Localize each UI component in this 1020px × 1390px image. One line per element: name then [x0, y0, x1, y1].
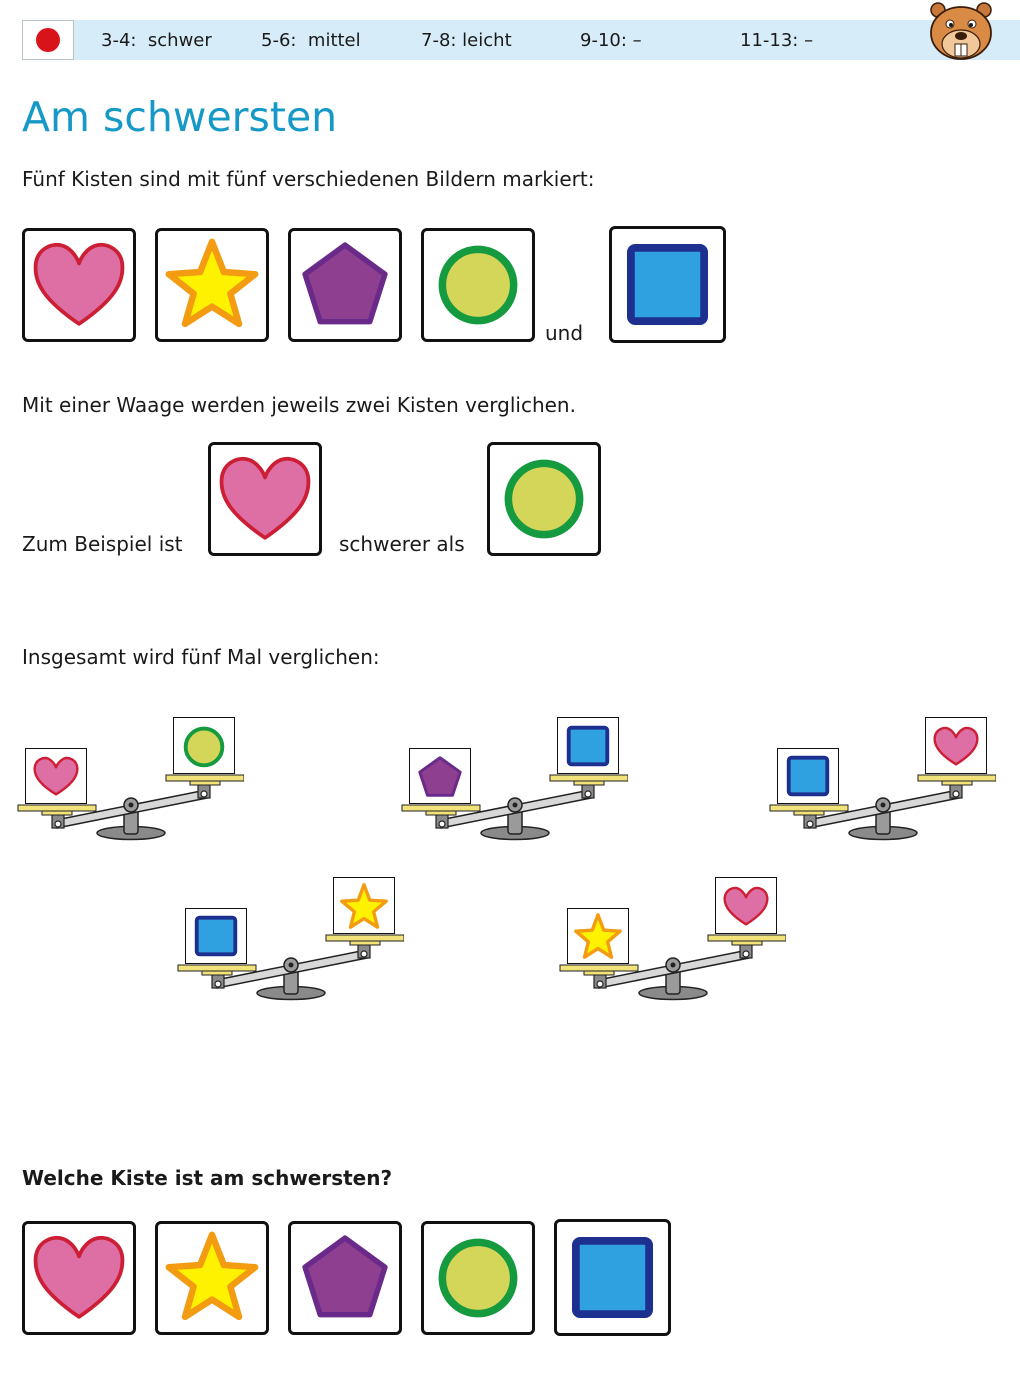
- answer-square-button[interactable]: [554, 1219, 671, 1336]
- intro-text: Fünf Kisten sind mit fünf verschiedenen …: [22, 167, 595, 191]
- level-9-10: 9-10: –: [580, 30, 642, 51]
- scale-heart-vs-circle: [16, 714, 244, 842]
- scale-box-light: [557, 717, 619, 774]
- example-box-heart: [208, 442, 322, 556]
- heart-icon: [933, 726, 979, 766]
- scale-box-heavy: [777, 748, 839, 804]
- box-star: [155, 228, 269, 342]
- box-square: [609, 226, 726, 343]
- balance-scale-icon: [17, 774, 244, 841]
- scale-box-light: [925, 717, 987, 774]
- circle-icon: [438, 245, 518, 325]
- heart-icon: [33, 1235, 125, 1319]
- star-icon: [165, 1231, 259, 1321]
- level-7-8: 7-8: leicht: [421, 30, 512, 51]
- heart-icon: [33, 756, 79, 796]
- question-text: Welche Kiste ist am schwersten?: [22, 1166, 393, 1190]
- and-word: und: [545, 321, 584, 345]
- heart-icon: [33, 242, 125, 326]
- square-icon: [786, 755, 830, 797]
- weigh-text: Mit einer Waage werden jeweils zwei Kist…: [22, 393, 576, 417]
- scale-box-heavy: [409, 748, 471, 804]
- balance-scale-icon: [559, 934, 786, 1001]
- box-heart: [22, 228, 136, 342]
- scale-box-heavy: [185, 908, 247, 964]
- scale-square-vs-heart: [768, 714, 996, 842]
- country-flag-icon: [22, 20, 74, 60]
- square-icon: [571, 1236, 654, 1319]
- scale-box-light: [715, 877, 777, 934]
- scale-box-heavy: [25, 748, 87, 804]
- balance-scale-icon: [769, 774, 996, 841]
- scale-box-heavy: [567, 908, 629, 964]
- level-5-6: 5-6: mittel: [261, 30, 361, 51]
- answer-circle-button[interactable]: [421, 1221, 535, 1335]
- example-middle: schwerer als: [339, 532, 465, 556]
- heart-icon: [723, 886, 769, 926]
- scale-pentagon-vs-square: [400, 714, 628, 842]
- circle-icon: [504, 459, 584, 539]
- level-3-4: 3-4: schwer: [101, 30, 212, 51]
- box-circle: [421, 228, 535, 342]
- square-icon: [194, 915, 238, 957]
- page-title: Am schwersten: [22, 93, 338, 141]
- pentagon-icon: [302, 1235, 388, 1318]
- balance-scale-icon: [401, 774, 628, 841]
- scale-star-vs-heart: [558, 874, 786, 1002]
- pentagon-icon: [418, 756, 462, 797]
- square-icon: [566, 725, 610, 767]
- flag-dot: [36, 28, 60, 52]
- beaver-logo-icon: [930, 2, 992, 60]
- square-icon: [626, 243, 709, 326]
- star-icon: [340, 883, 388, 929]
- example-prefix: Zum Beispiel ist: [22, 532, 183, 556]
- box-pentagon: [288, 228, 402, 342]
- scale-box-light: [333, 877, 395, 934]
- circle-icon: [183, 726, 225, 768]
- circle-icon: [438, 1238, 518, 1318]
- star-icon: [165, 238, 259, 328]
- heart-icon: [219, 456, 311, 540]
- balance-scale-icon: [177, 934, 404, 1001]
- comparisons-text: Insgesamt wird fünf Mal verglichen:: [22, 645, 380, 669]
- answer-heart-button[interactable]: [22, 1221, 136, 1335]
- scale-square-vs-star: [176, 874, 404, 1002]
- example-box-circle: [487, 442, 601, 556]
- level-bar: [22, 20, 1020, 60]
- answer-star-button[interactable]: [155, 1221, 269, 1335]
- answer-pentagon-button[interactable]: [288, 1221, 402, 1335]
- level-11-13: 11-13: –: [740, 30, 814, 51]
- pentagon-icon: [302, 242, 388, 325]
- scale-box-light: [173, 717, 235, 774]
- star-icon: [574, 913, 622, 959]
